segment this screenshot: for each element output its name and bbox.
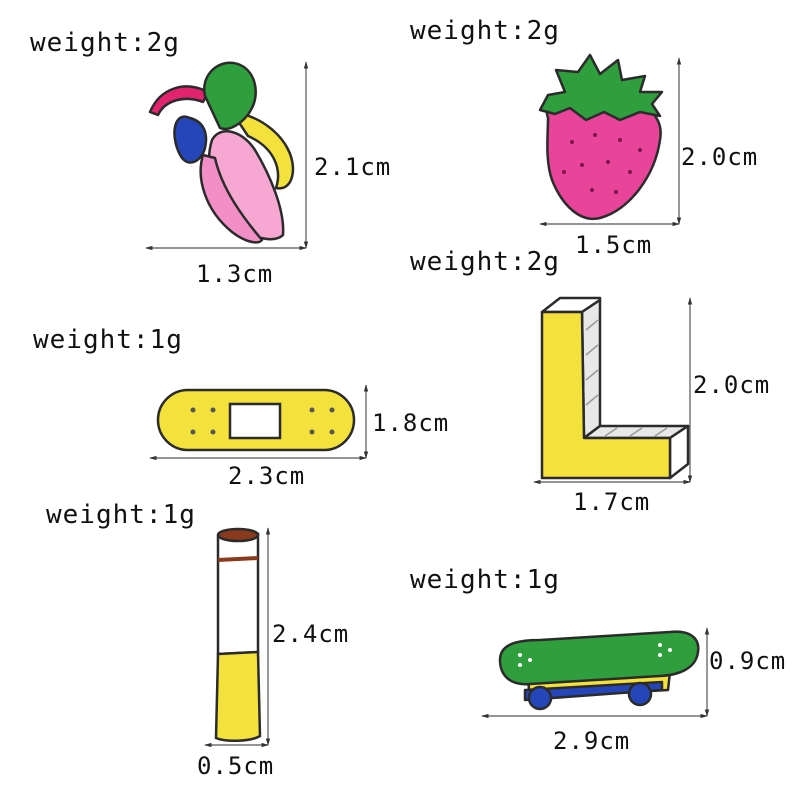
bandage-holes [190,407,335,435]
banana-weight-label: weight:2g [30,28,180,58]
letter-l-height-label: 2.0cm [693,371,771,399]
cigarette-height-label: 2.4cm [272,620,350,648]
skateboard-height-label: 0.9cm [709,647,787,675]
letter-l-weight-label: weight:2g [410,247,560,277]
letter-l-width-label: 1.7cm [573,488,651,516]
bandage-height-label: 1.8cm [372,409,450,437]
skateboard-width-label: 2.9cm [553,727,631,755]
skateboard-pin [498,630,700,711]
banana-width-label: 1.3cm [196,260,274,288]
measurement-lines [145,57,710,748]
bandage-width-label: 2.3cm [228,462,306,490]
strawberry-pin [538,53,664,221]
cigarette-pin [214,527,262,742]
strawberry-seeds [562,133,642,194]
cigarette-width-label: 0.5cm [197,752,275,780]
banana-pin [148,61,295,244]
banana-height-label: 2.1cm [314,153,392,181]
bandage-pin [156,388,356,452]
strawberry-weight-label: weight:2g [410,16,560,46]
strawberry-width-label: 1.5cm [575,231,653,259]
bandage-weight-label: weight:1g [33,325,183,355]
letter-l-pin [540,296,690,480]
strawberry-height-label: 2.0cm [681,143,759,171]
skateboard-weight-label: weight:1g [410,565,560,595]
letter-l-stripes [585,319,668,437]
skateboard-dots [518,643,672,667]
cigarette-weight-label: weight:1g [46,500,196,530]
